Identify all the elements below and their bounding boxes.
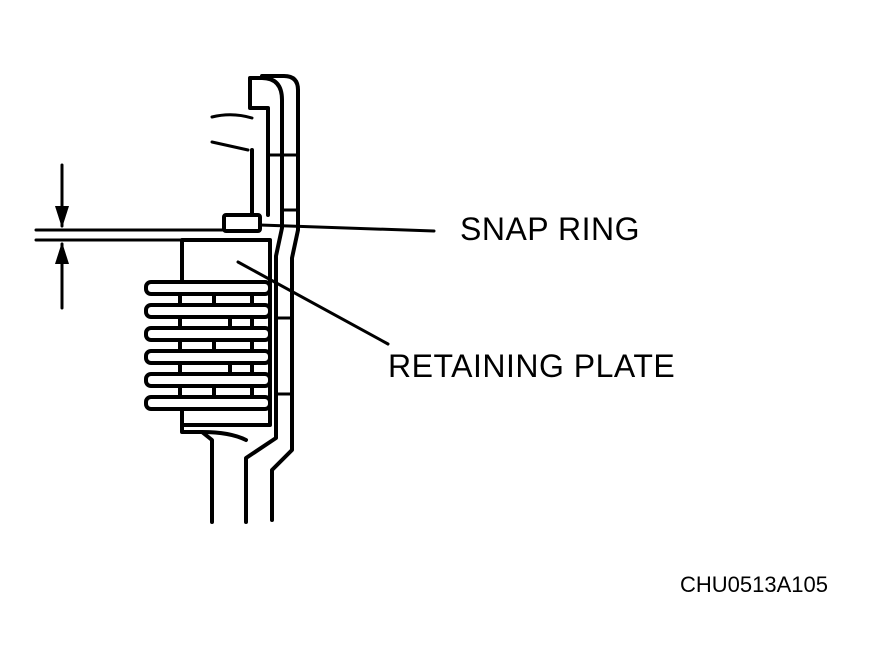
clutch-plate-tab	[178, 315, 254, 330]
snap-ring-leader-line	[258, 223, 436, 233]
clutch-plate-tab	[178, 361, 254, 376]
drum-top-cap-outer	[260, 74, 300, 92]
shaft-break-line-top	[210, 113, 254, 120]
figure-code: CHU0513A105	[680, 572, 828, 597]
lower-hub	[180, 423, 214, 524]
drum-inner-wall	[244, 98, 284, 524]
retaining-plate-leader-line	[236, 260, 390, 346]
retaining-plate-label: RETAINING PLATE	[388, 348, 676, 384]
drum-outer-wall	[270, 88, 300, 522]
lower-hub-step	[200, 430, 248, 442]
snap-ring	[222, 213, 262, 233]
clutch-plate-stack	[144, 280, 272, 411]
drum-top-cap	[248, 76, 284, 152]
snap-ring-label: SNAP RING	[460, 211, 640, 247]
shaft-break-line-mid	[210, 140, 250, 152]
clearance-arrow-down-head	[55, 206, 69, 228]
clearance-arrow-up-head	[55, 242, 69, 264]
